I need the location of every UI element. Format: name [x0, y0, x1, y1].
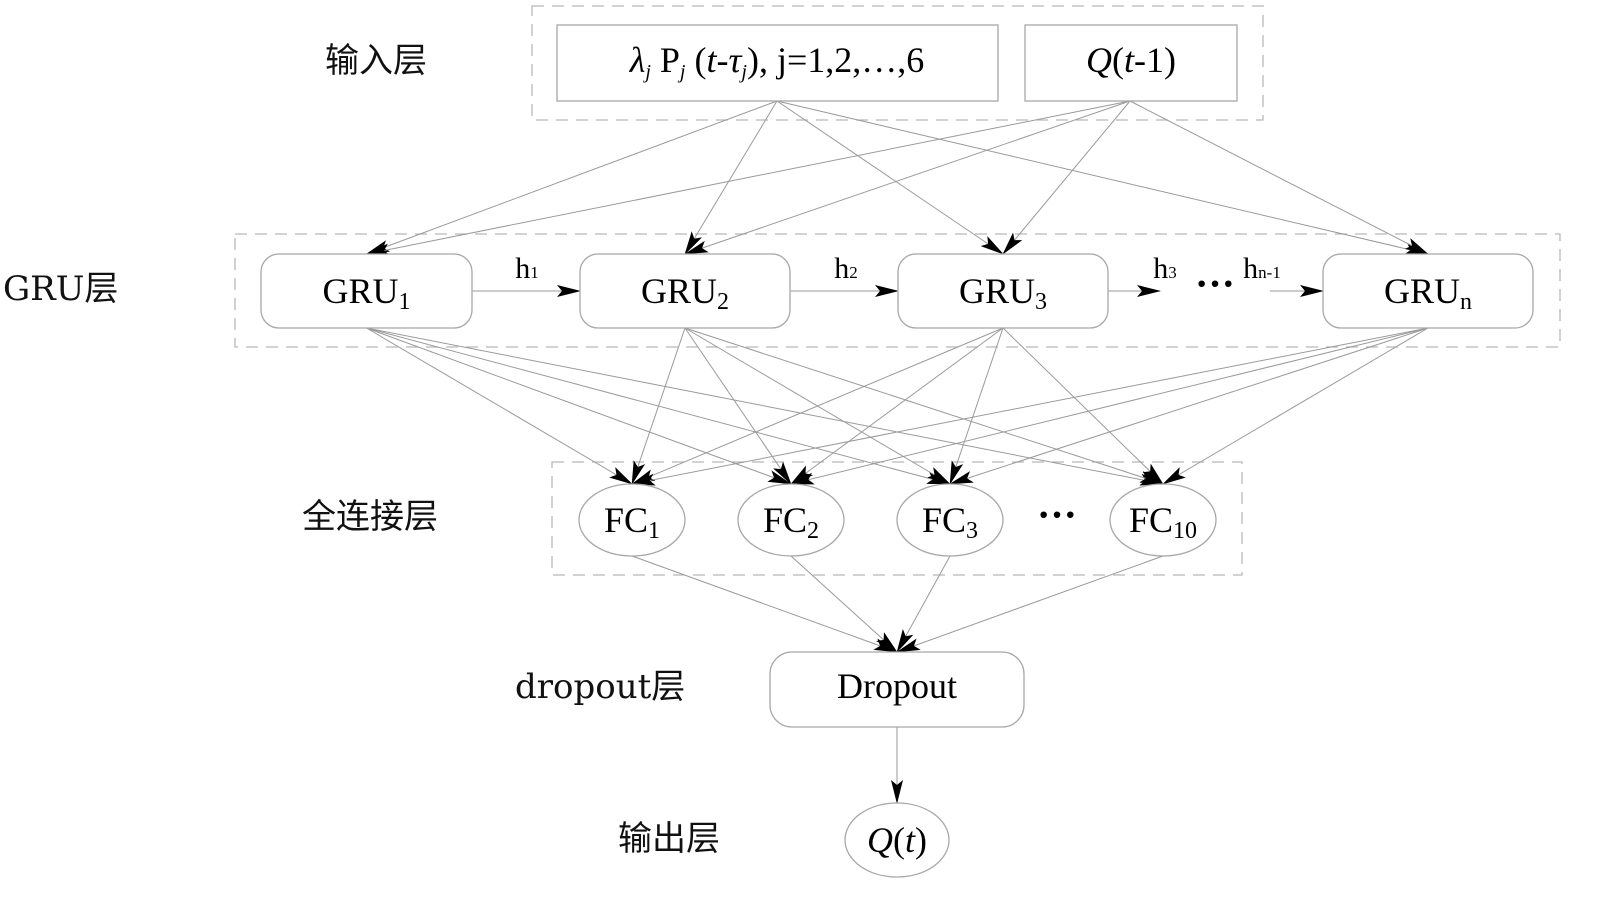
edge-gru2-to-fc4	[684, 327, 1164, 485]
edge-gru2-to-fc2	[684, 327, 792, 485]
edge-fc2-to-dropout	[790, 555, 898, 653]
fc-layer-group	[551, 461, 1243, 576]
input-layer-group	[531, 5, 1264, 121]
fc-node-4: FC10	[1109, 483, 1217, 557]
edge-gru1-to-fc4	[366, 327, 1164, 486]
edge-gru2-to-fc1	[631, 327, 686, 485]
gru-node-1: GRU1	[260, 253, 473, 329]
edge-input1-to-gru1	[365, 100, 778, 255]
gru-ellipsis: ···	[1195, 261, 1235, 306]
edge-gru4-to-fc2	[790, 327, 1429, 485]
hidden-label-3: h3	[1153, 252, 1177, 285]
fc-node-2-label: FC2	[763, 500, 819, 544]
dropout-node: Dropout	[769, 651, 1025, 728]
edge-input1-to-gru3	[776, 100, 1004, 255]
edge-gru4-to-fc1	[631, 327, 1429, 486]
gru-node-1-label: GRU1	[322, 271, 410, 315]
edge-gru3-to-fc2	[790, 327, 1004, 485]
layer-label-input: 输入层	[325, 41, 427, 81]
edge-gru1-to-fc2	[366, 327, 792, 485]
input-node-1: λj Pj (t-τj), j=1,2,…,6	[556, 24, 999, 102]
gru-nodes-group: GRU1 GRU2 GRU3 GRUn	[260, 253, 1534, 329]
edge-gru3-to-fc4	[1002, 327, 1164, 485]
edge-gru3-to-fc1	[631, 327, 1004, 485]
hidden-label-4: hn-1	[1243, 252, 1281, 285]
gru-layer-group	[234, 233, 1561, 348]
input-node-2-label: Q(t-1)	[1086, 40, 1176, 80]
edge-input2-to-gru4	[1129, 100, 1429, 255]
output-node: Q(t)	[844, 802, 950, 878]
edge-gru4-to-fc3	[949, 327, 1429, 485]
edge-input2-to-gru3	[1002, 100, 1131, 255]
fc-node-2: FC2	[737, 483, 845, 557]
edge-input1-to-gru2	[684, 100, 778, 255]
layer-label-output: 输出层	[618, 819, 720, 859]
input-node-1-label: λj Pj (t-τj), j=1,2,…,6	[629, 40, 925, 83]
gru-node-3-label: GRU3	[959, 271, 1047, 315]
hidden-labels-group: h1 h2 h3 hn-1	[515, 252, 1281, 285]
gru-node-2: GRU2	[579, 253, 791, 329]
fc-nodes-group: FC1 FC2 FC3 FC10	[578, 483, 1217, 557]
hidden-label-1: h1	[515, 252, 539, 285]
fc-node-3: FC3	[896, 483, 1004, 557]
output-node-label: Q(t)	[867, 820, 927, 860]
input-node-2: Q(t-1)	[1024, 24, 1238, 102]
layer-label-dropout: dropout层	[515, 667, 685, 707]
hidden-label-2: h2	[834, 252, 858, 285]
edge-gru1-to-fc1	[366, 327, 633, 485]
edge-input1-to-gru4	[776, 100, 1429, 255]
fc-node-1: FC1	[578, 483, 686, 557]
edge-fc1-to-dropout	[631, 555, 898, 653]
fc-node-1-label: FC1	[604, 500, 660, 544]
fc-ellipsis: ···	[1037, 492, 1077, 537]
layer-label-gru: GRU层	[3, 269, 118, 309]
edge-gru4-to-fc4	[1162, 327, 1429, 485]
layer-label-fc: 全连接层	[302, 497, 438, 537]
gru-node-2-label: GRU2	[641, 271, 729, 315]
gru-node-4-label: GRUn	[1384, 271, 1472, 315]
gru-node-4: GRUn	[1322, 253, 1534, 329]
fc-node-3-label: FC3	[922, 500, 978, 544]
edge-fc4-to-dropout	[896, 555, 1164, 653]
edge-gru3-to-fc3	[949, 327, 1004, 485]
edge-fc3-to-dropout	[896, 555, 951, 653]
edge-input2-to-gru2	[684, 100, 1131, 255]
fc-node-4-label: FC10	[1129, 500, 1197, 544]
gru-node-3: GRU3	[897, 253, 1109, 329]
edges-group	[365, 100, 1429, 804]
dropout-node-label: Dropout	[837, 666, 957, 706]
edge-input2-to-gru1	[365, 100, 1131, 256]
